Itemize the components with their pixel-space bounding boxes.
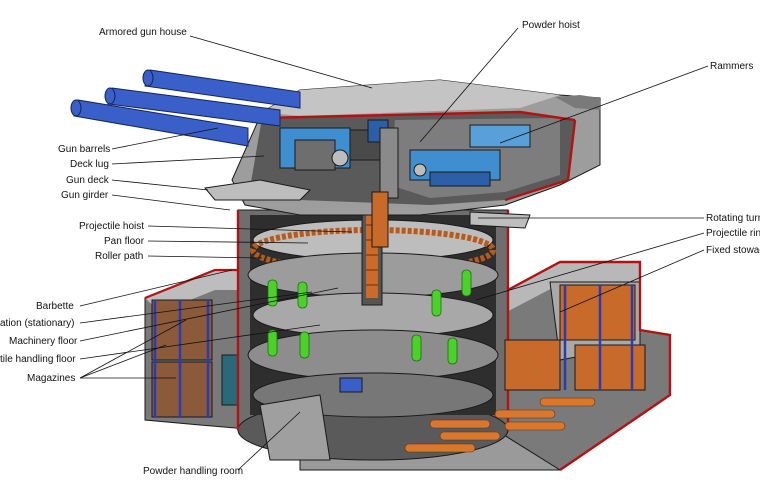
- callout-labels: Armored gun house Powder hoist Rammers G…: [0, 20, 760, 477]
- label-projectile-ring: Projectile rin: [706, 228, 760, 239]
- label-powder-hoist: Powder hoist: [522, 20, 580, 31]
- magazine-racks-left: [151, 299, 213, 418]
- label-projectile-hoist: Projectile hoist: [79, 221, 144, 232]
- label-deck-lug: Deck lug: [70, 159, 109, 170]
- label-powder-handling-room: Powder handling room: [143, 466, 243, 477]
- label-pan-floor: Pan floor: [104, 236, 145, 247]
- powder-handling-room: [259, 377, 363, 461]
- leader-lines: [79, 27, 709, 471]
- label-rotating-turret: Rotating turr: [706, 213, 760, 224]
- label-foundation: ation (stationary): [0, 318, 74, 329]
- label-gun-barrels: Gun barrels: [58, 144, 110, 155]
- turret-artwork: [70, 69, 672, 471]
- label-armored-gun-house: Armored gun house: [99, 27, 187, 38]
- gun-house-machinery: [279, 119, 531, 187]
- label-gun-deck: Gun deck: [66, 175, 110, 186]
- magazine-racks-right: [404, 284, 646, 453]
- gun-barrels: [70, 69, 301, 147]
- label-roller-path: Roller path: [95, 251, 143, 262]
- label-machinery-floor: Machinery floor: [9, 336, 78, 347]
- label-barbette: Barbette: [36, 301, 74, 312]
- label-magazines: Magazines: [27, 373, 75, 384]
- label-gun-girder: Gun girder: [61, 190, 109, 201]
- label-rammers: Rammers: [710, 61, 753, 72]
- label-projectile-handling-floor: tile handling floor: [0, 354, 76, 365]
- label-fixed-stowage: Fixed stowag: [706, 245, 760, 256]
- powder-hoist-tube: [371, 127, 399, 248]
